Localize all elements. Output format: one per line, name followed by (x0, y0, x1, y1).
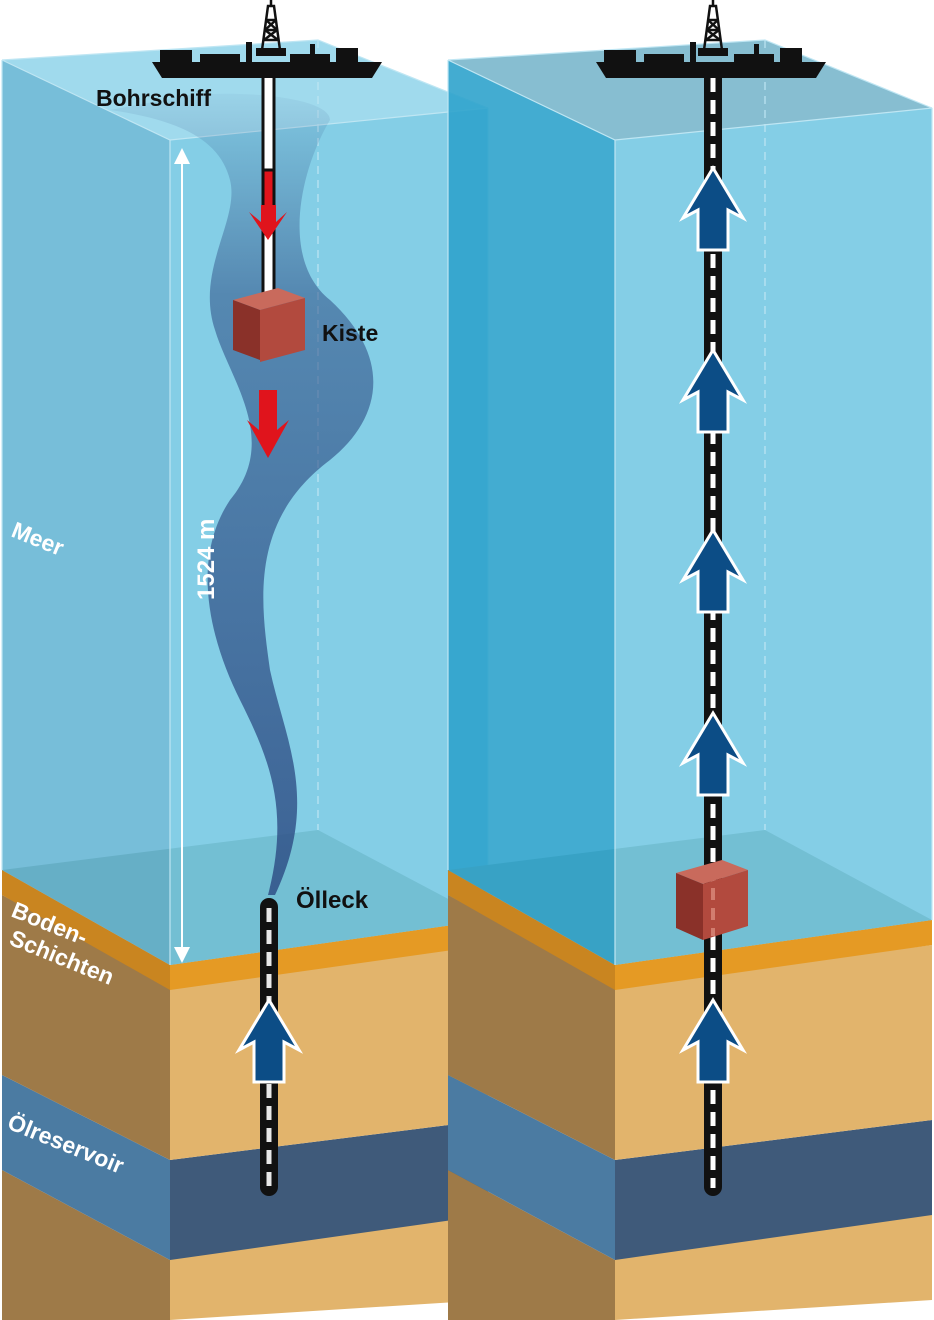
label-depth: 1524 m (193, 519, 220, 600)
down-arrow-red-1 (249, 205, 287, 240)
reservoir-side (2, 1075, 170, 1260)
sediment-side (2, 895, 170, 1160)
orange-band-front (170, 920, 488, 990)
orange-band-side-r (448, 870, 615, 990)
up-arrow-blue-r4 (678, 710, 748, 797)
up-arrow-blue-r2 (678, 347, 748, 434)
up-arrow-blue-r1 (678, 165, 748, 252)
up-arrow-blue-r5 (678, 997, 748, 1084)
reservoir-side-r (448, 1075, 615, 1260)
label-leak: Ölleck (296, 887, 369, 914)
bottom-layer-side (2, 1170, 170, 1320)
drill-ship-left (152, 0, 382, 78)
label-ship: Bohrschiff (96, 85, 211, 111)
sea-front-r (615, 108, 932, 965)
left-column (1, 39, 489, 1320)
sea-side (2, 60, 170, 965)
up-arrow-blue-left (234, 997, 304, 1084)
sea-side-r (448, 60, 615, 965)
orange-band-front-r (615, 920, 932, 990)
right-glass-edges (447, 39, 933, 965)
orange-band-side (2, 870, 170, 990)
containment-box-placed (676, 860, 748, 940)
right-column (447, 39, 933, 1320)
reservoir-front (170, 1120, 488, 1260)
containment-box (233, 288, 305, 362)
sediment-front (170, 945, 488, 1160)
sediment-front-r (615, 945, 932, 1160)
bottom-layer-side-r (448, 1170, 615, 1320)
drill-ship-right (596, 0, 826, 78)
label-box: Kiste (322, 320, 378, 346)
down-arrow-red-2 (247, 390, 289, 458)
oil-plume (110, 93, 374, 895)
sediment-side-r (448, 895, 615, 1160)
up-arrow-blue-r3 (678, 527, 748, 614)
reservoir-front-r (615, 1120, 932, 1260)
drill-pipe-red-segment (261, 168, 276, 212)
